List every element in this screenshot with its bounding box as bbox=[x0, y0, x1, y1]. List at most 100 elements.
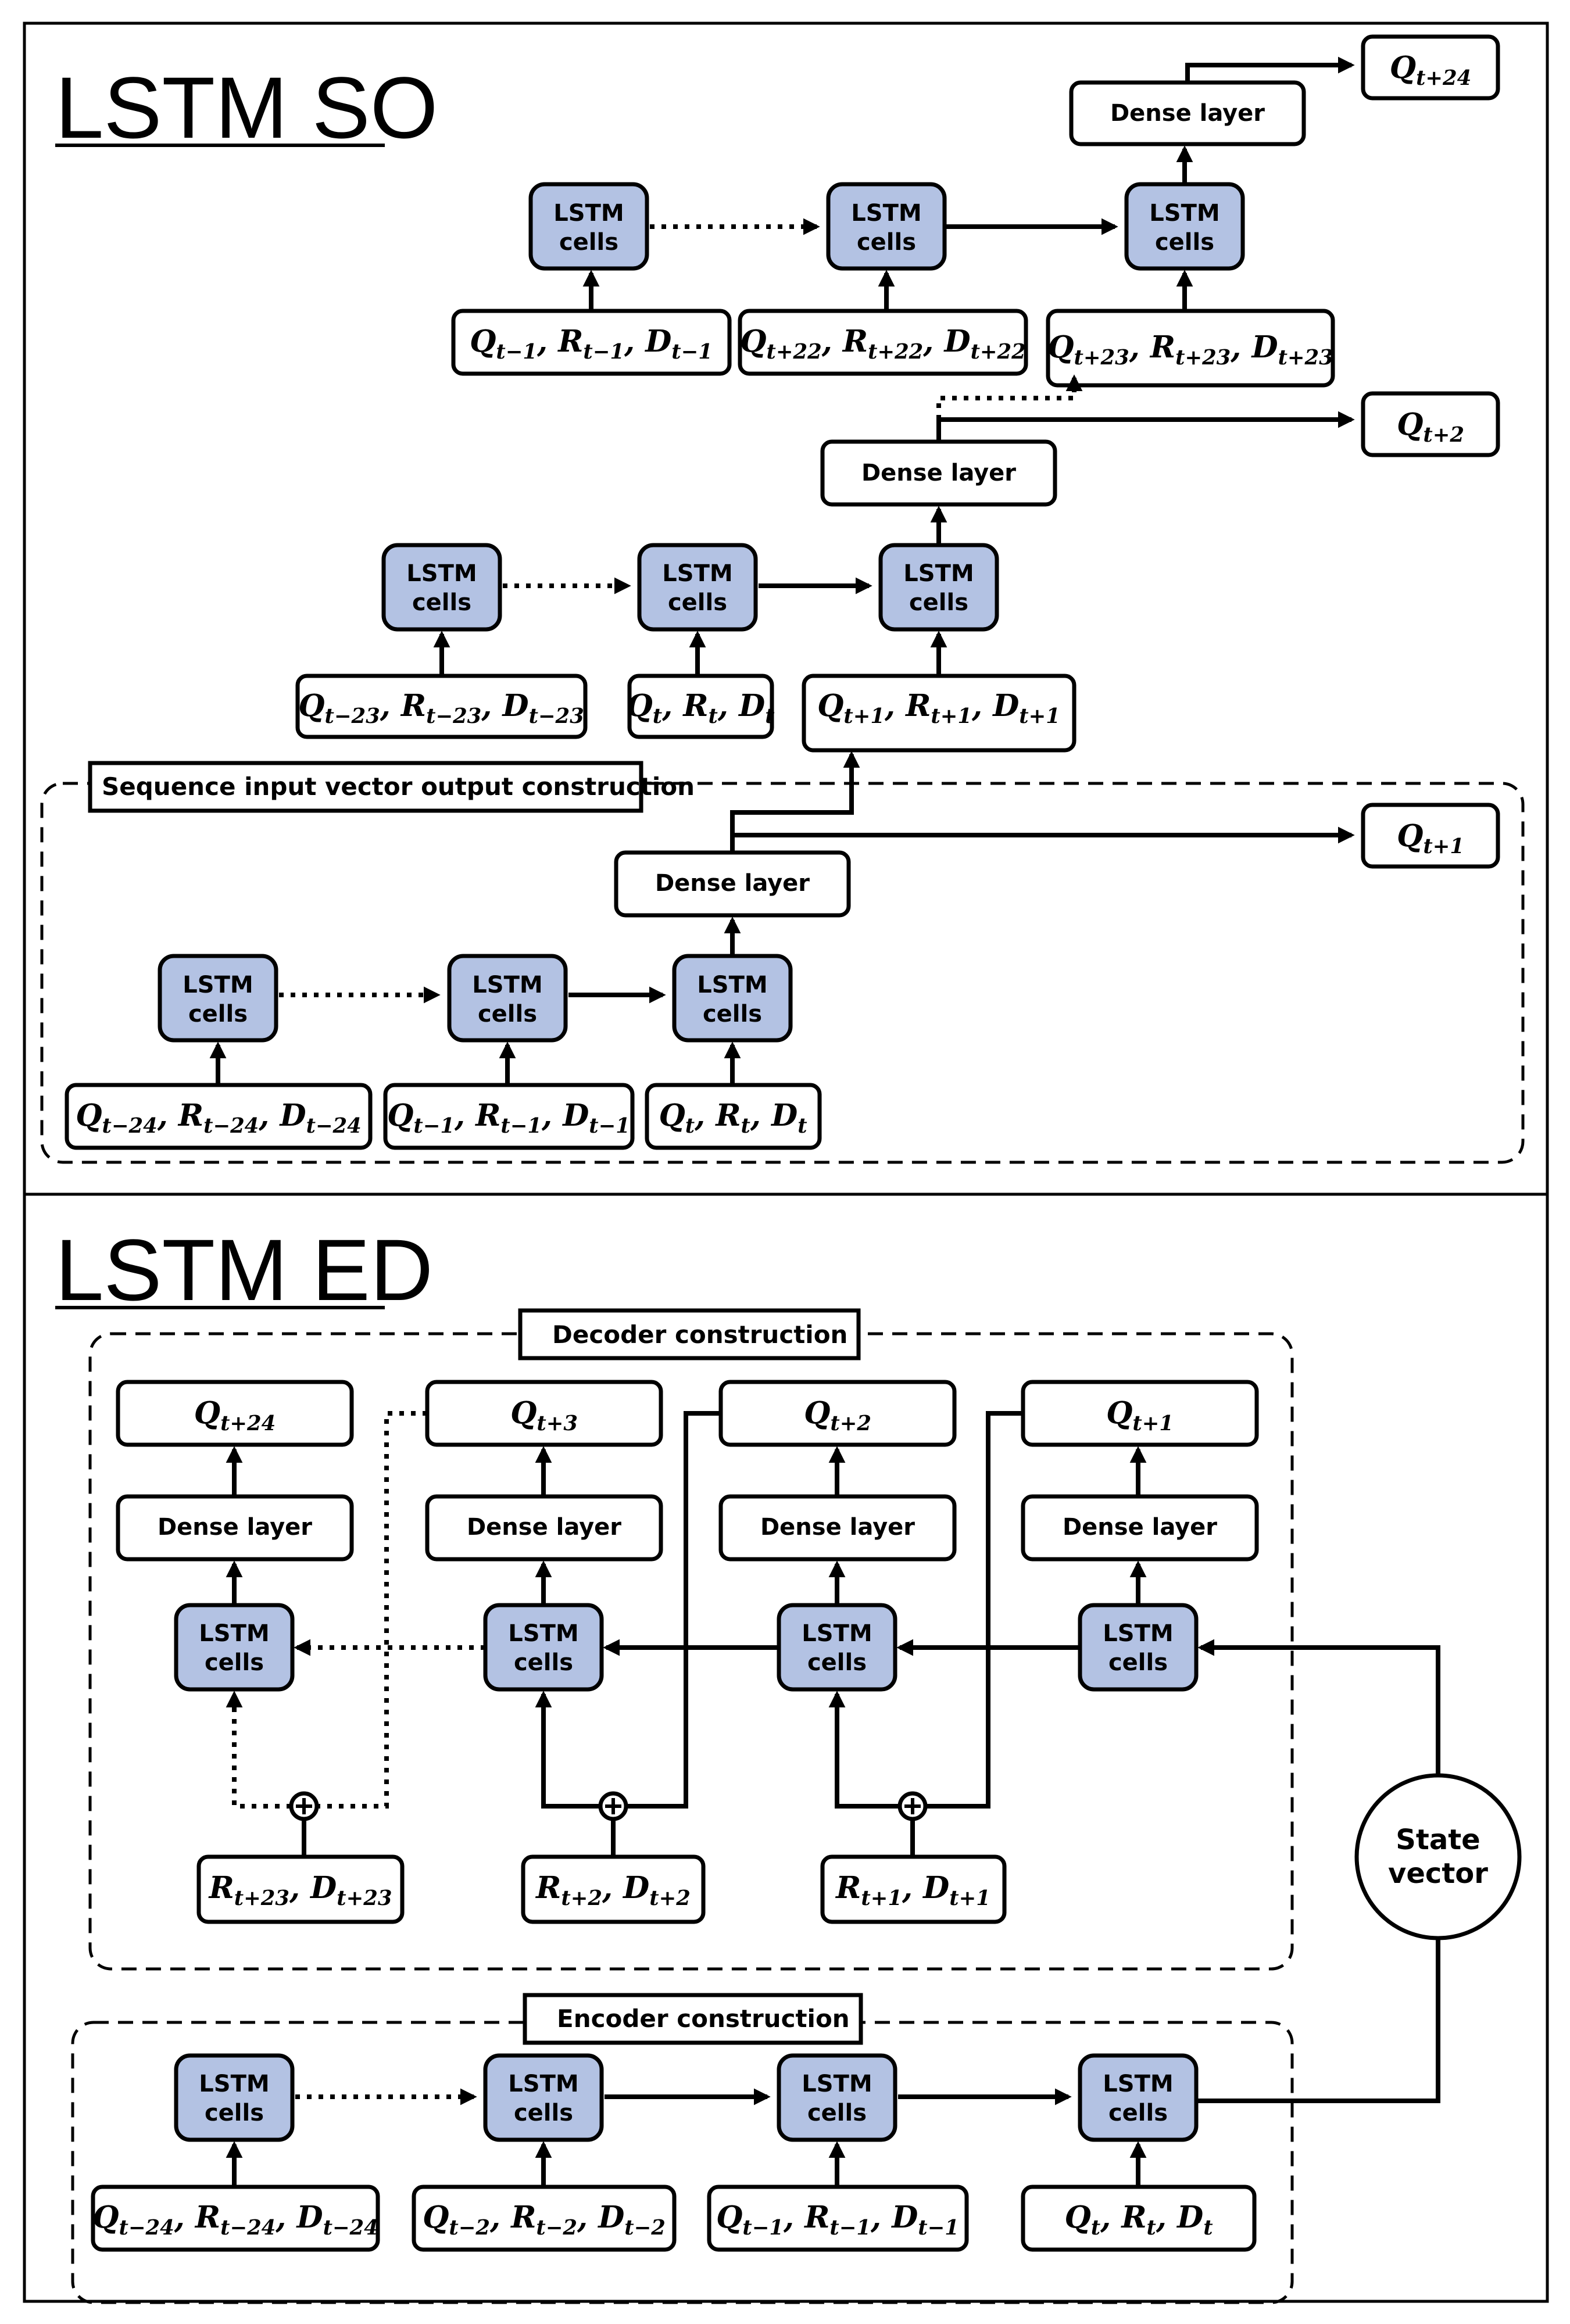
svg-text:Dense layer: Dense layer bbox=[861, 460, 1016, 486]
arrow bbox=[936, 411, 1355, 442]
arrow bbox=[730, 751, 860, 835]
lstm-cell: LSTM cells bbox=[1078, 1603, 1199, 1692]
svg-text:Dense layer: Dense layer bbox=[1063, 1514, 1217, 1541]
input-vector: Qt, Rt, Dt bbox=[626, 674, 775, 739]
encoder-input: Qt−2, Rt−2, Dt−2 bbox=[412, 2185, 677, 2252]
svg-text:Sequence input vector output c: Sequence input vector output constructio… bbox=[102, 772, 695, 801]
svg-text:Qt+24: Qt+24 bbox=[194, 1395, 276, 1435]
svg-text:Dense layer: Dense layer bbox=[655, 870, 810, 897]
svg-text:Qt+22, Rt+22, Dt+22: Qt+22, Rt+22, Dt+22 bbox=[740, 324, 1026, 364]
svg-text:cells: cells bbox=[668, 589, 727, 616]
svg-text:Qt, Rt, Dt: Qt, Rt, Dt bbox=[626, 688, 774, 728]
svg-text:cells: cells bbox=[514, 1649, 573, 1676]
lstm-cell: LSTM cells bbox=[777, 2053, 897, 2142]
lstm-cell: LSTM cells bbox=[777, 1603, 897, 1692]
input-vector: Qt+22, Rt+22, Dt+22 bbox=[738, 309, 1028, 376]
input-vector: Qt−23, Rt−23, Dt−23 bbox=[295, 674, 588, 739]
dense-layer: Dense layer bbox=[1021, 1494, 1259, 1562]
encoder-input: Qt−24, Rt−24, Dt−24 bbox=[91, 2185, 380, 2252]
encoder-input: Qt, Rt, Dt bbox=[1021, 2185, 1257, 2252]
svg-text:cells: cells bbox=[514, 2100, 573, 2126]
svg-text:cells: cells bbox=[857, 229, 916, 256]
svg-text:LSTM: LSTM bbox=[697, 972, 767, 998]
lstm-cell: LSTM cells bbox=[483, 1603, 604, 1692]
svg-text:LSTM: LSTM bbox=[406, 560, 477, 587]
lstm-cell: LSTM cells bbox=[174, 1603, 295, 1692]
svg-text:LSTM: LSTM bbox=[199, 2071, 269, 2097]
input-vector: Qt+23, Rt+23, Dt+23 bbox=[1046, 309, 1335, 388]
lstm-cell: LSTM cells bbox=[483, 2053, 604, 2142]
state-line bbox=[1196, 1938, 1440, 2103]
svg-text:Rt+1, Dt+1: Rt+1, Dt+1 bbox=[835, 1870, 990, 1910]
svg-text:LSTM: LSTM bbox=[199, 1620, 269, 1647]
svg-text:LSTM: LSTM bbox=[802, 2071, 872, 2097]
output-q-t-plus-24: Qt+24 bbox=[116, 1380, 354, 1447]
svg-text:cells: cells bbox=[412, 589, 471, 616]
feedback-line bbox=[317, 1411, 427, 1809]
svg-text:cells: cells bbox=[703, 1001, 762, 1027]
encoder-input: Qt−1, Rt−1, Dt−1 bbox=[707, 2185, 969, 2252]
plus-icon bbox=[289, 1791, 319, 1821]
svg-text:Decoder construction: Decoder construction bbox=[552, 1320, 847, 1349]
svg-text:Qt+2: Qt+2 bbox=[804, 1395, 871, 1435]
svg-text:Qt+1: Qt+1 bbox=[1397, 818, 1464, 858]
output-q-t-plus-2: Qt+2 bbox=[718, 1380, 957, 1447]
lstm-cell: LSTM cells bbox=[528, 182, 649, 271]
svg-text:Qt−24, Rt−24, Dt−24: Qt−24, Rt−24, Dt−24 bbox=[76, 1098, 362, 1138]
svg-text:LSTM: LSTM bbox=[851, 200, 921, 227]
svg-text:LSTM: LSTM bbox=[1103, 1620, 1173, 1647]
svg-text:Qt+24: Qt+24 bbox=[1390, 50, 1471, 90]
arrow bbox=[730, 826, 1355, 853]
dotted-arrow bbox=[226, 1691, 291, 1809]
lstm-cell: LSTM cells bbox=[174, 2053, 295, 2142]
plus-icon bbox=[598, 1791, 628, 1821]
svg-text:LSTM: LSTM bbox=[183, 972, 253, 998]
sequence-construction-region bbox=[40, 782, 1525, 1164]
svg-text:cells: cells bbox=[1108, 2100, 1168, 2126]
svg-text:Qt+1, Rt+1, Dt+1: Qt+1, Rt+1, Dt+1 bbox=[817, 688, 1060, 728]
svg-text:State: State bbox=[1396, 1824, 1480, 1856]
dotted-arrow bbox=[936, 374, 1083, 420]
input-vector: Qt, Rt, Dt bbox=[645, 1083, 822, 1150]
svg-text:Dense layer: Dense layer bbox=[760, 1514, 915, 1541]
arrow bbox=[535, 1691, 600, 1809]
lstm-cell: LSTM cells bbox=[158, 954, 278, 1043]
svg-text:cells: cells bbox=[909, 589, 968, 616]
output-q-t-plus-24: Qt+24 bbox=[1361, 34, 1500, 101]
arrow bbox=[1185, 56, 1355, 83]
svg-text:Qt−24, Rt−24, Dt−24: Qt−24, Rt−24, Dt−24 bbox=[92, 2200, 378, 2240]
svg-text:cells: cells bbox=[205, 1649, 264, 1676]
svg-text:LSTM: LSTM bbox=[662, 560, 732, 587]
svg-text:Qt−1, Rt−1, Dt−1: Qt−1, Rt−1, Dt−1 bbox=[716, 2200, 959, 2240]
so-panel-title: LSTM SO bbox=[55, 59, 438, 156]
input-vector: Qt+1, Rt+1, Dt+1 bbox=[802, 674, 1077, 753]
svg-text:cells: cells bbox=[807, 2100, 867, 2126]
svg-text:Qt, Rt, Dt: Qt, Rt, Dt bbox=[1064, 2200, 1213, 2240]
svg-text:LSTM: LSTM bbox=[1149, 200, 1219, 227]
decoder-region bbox=[88, 1332, 1294, 1971]
svg-text:Rt+2, Dt+2: Rt+2, Dt+2 bbox=[535, 1870, 691, 1910]
output-q-t-plus-1: Qt+1 bbox=[1361, 803, 1500, 869]
svg-text:LSTM: LSTM bbox=[903, 560, 974, 587]
dense-layer: Dense layer bbox=[425, 1494, 663, 1562]
svg-text:Qt−1, Rt−1, Dt−1: Qt−1, Rt−1, Dt−1 bbox=[387, 1098, 630, 1138]
output-q-t-plus-2: Qt+2 bbox=[1361, 391, 1500, 457]
lstm-cell: LSTM cells bbox=[381, 543, 502, 632]
svg-text:Qt−23, Rt−23, Dt−23: Qt−23, Rt−23, Dt−23 bbox=[298, 688, 584, 728]
svg-text:Qt+3: Qt+3 bbox=[510, 1395, 578, 1435]
svg-text:cells: cells bbox=[807, 1649, 867, 1676]
arrow bbox=[1197, 1639, 1440, 1775]
input-vector: Qt−24, Rt−24, Dt−24 bbox=[65, 1083, 373, 1150]
svg-text:LSTM: LSTM bbox=[553, 200, 624, 227]
state-vector-node: State vector bbox=[1354, 1773, 1522, 1940]
svg-text:Dense layer: Dense layer bbox=[467, 1514, 621, 1541]
svg-text:LSTM: LSTM bbox=[508, 2071, 578, 2097]
svg-text:Qt−1, Rt−1, Dt−1: Qt−1, Rt−1, Dt−1 bbox=[470, 324, 713, 364]
dense-layer: Dense layer bbox=[820, 439, 1057, 507]
ed-panel-title: LSTM ED bbox=[55, 1221, 433, 1319]
svg-text:cells: cells bbox=[188, 1001, 248, 1027]
dense-layer: Dense layer bbox=[116, 1494, 354, 1562]
lstm-cell: LSTM cells bbox=[1078, 2053, 1199, 2142]
decoder-input: Rt+1, Dt+1 bbox=[820, 1854, 1007, 1924]
section-label: Sequence input vector output constructio… bbox=[88, 761, 695, 813]
